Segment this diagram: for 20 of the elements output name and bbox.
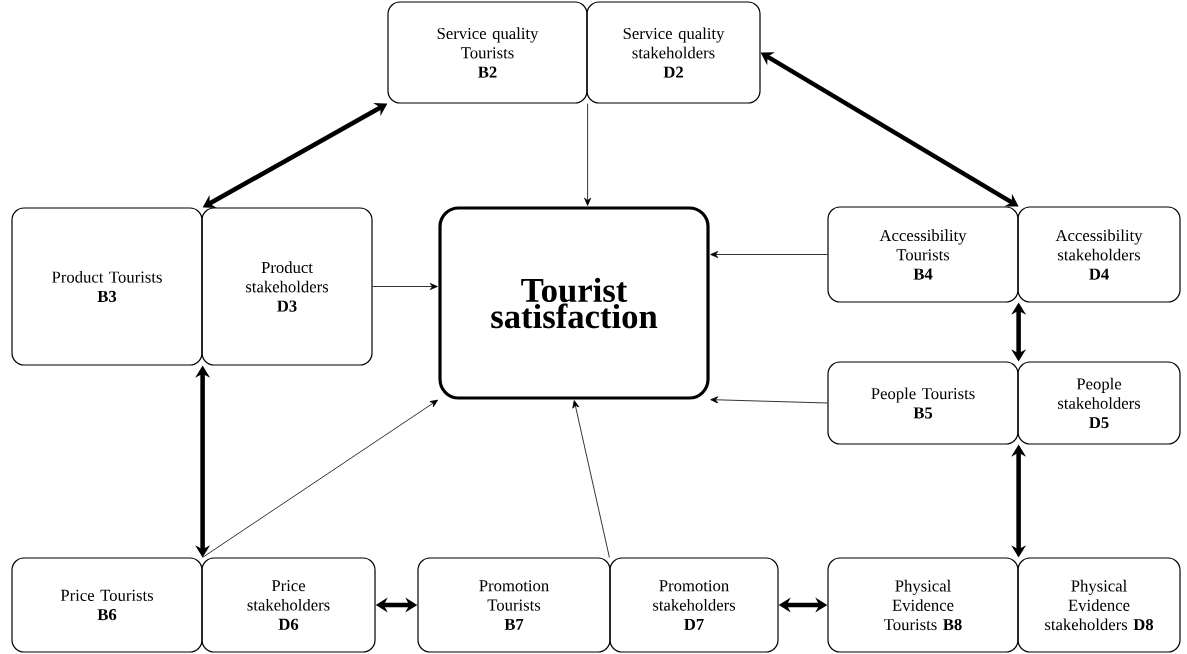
factor-box: Price stakeholders D6 bbox=[201, 557, 376, 653]
factor-box: Service quality Tourists B2 bbox=[387, 1, 588, 104]
factor-box: Accessibility Tourists B4 bbox=[827, 206, 1019, 303]
factor-box: Promotion Tourists B7 bbox=[417, 557, 611, 653]
outcome-box: Tourist satisfaction bbox=[438, 206, 710, 400]
arrow bbox=[710, 396, 828, 404]
arrow bbox=[710, 251, 828, 258]
factor-box: Product stakeholders D3 bbox=[201, 207, 373, 366]
factor-box: Physical Evidence stakeholders D8 bbox=[1017, 557, 1181, 653]
arrow bbox=[202, 399, 438, 558]
arrow bbox=[372, 283, 438, 290]
factor-box: Service quality stakeholders D2 bbox=[586, 1, 761, 104]
factor-box: Promotion stakeholders D7 bbox=[609, 557, 779, 653]
factor-box: People Tourists B5 bbox=[827, 361, 1019, 445]
factor-box: Accessibility stakeholders D4 bbox=[1017, 206, 1181, 303]
arrow bbox=[572, 400, 610, 558]
factor-box: Physical Evidence Tourists B8 bbox=[827, 557, 1019, 653]
factor-box: People stakeholders D5 bbox=[1017, 361, 1181, 445]
factor-box: Product Tourists B3 bbox=[11, 207, 203, 366]
factor-box: Price Tourists B6 bbox=[11, 557, 203, 653]
